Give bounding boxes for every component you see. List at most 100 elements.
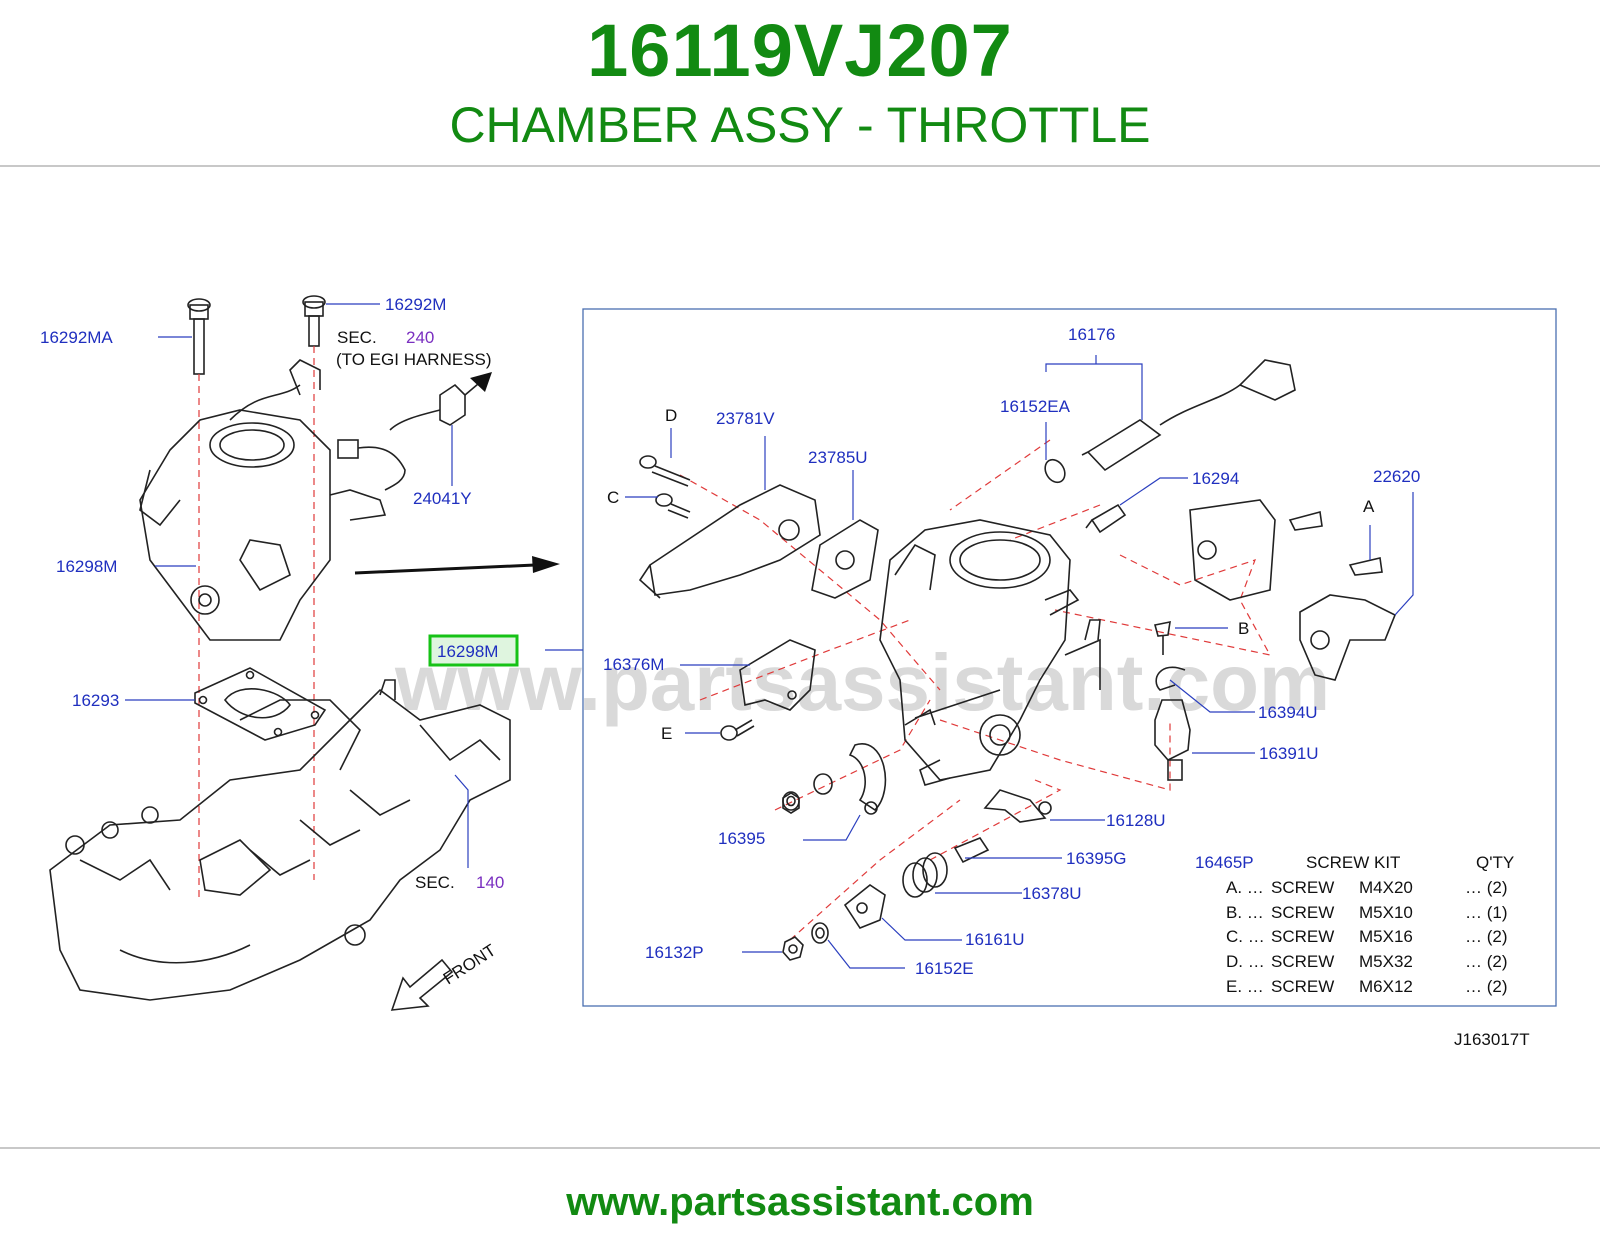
label-16395: 16395	[718, 829, 765, 848]
throttle-body-16298M	[879, 519, 1101, 786]
label-16391U: 16391U	[1259, 744, 1319, 763]
screw-qty: … (2)	[1465, 977, 1508, 996]
nut-16132P	[782, 936, 804, 961]
harness-arrow-icon	[470, 372, 492, 392]
letter-E: E	[661, 724, 672, 743]
spring-16378U	[902, 852, 948, 898]
screw-kit-row: A. … SCREW M4X20 … (2)	[1226, 878, 1508, 897]
sec-240-note: (TO EGI HARNESS)	[336, 350, 492, 369]
label-16376M: 16376M	[603, 655, 664, 674]
screw-code: C. …	[1226, 927, 1265, 946]
label-16292MA: 16292MA	[40, 328, 113, 347]
screw-code: B. …	[1226, 903, 1264, 922]
footer-link[interactable]: www.partsassistant.com	[566, 1180, 1034, 1224]
diagram-code: J163017T	[1454, 1030, 1530, 1049]
screw-kit-qty-header: Q'TY	[1476, 853, 1514, 872]
screw-D	[639, 455, 691, 487]
screw-kit-row: C. … SCREW M5X16 … (2)	[1226, 927, 1508, 946]
label-16152E: 16152E	[915, 959, 974, 978]
header-divider	[0, 165, 1600, 167]
bracket-16376M	[739, 639, 816, 711]
screw-kit-title: SCREW KIT	[1306, 853, 1400, 872]
screw-qty: … (2)	[1465, 952, 1508, 971]
part-16128U	[983, 789, 1052, 823]
exploded-view: 16176 16152EA 16294 22620 A 23	[603, 325, 1420, 978]
sensor-22620	[1189, 499, 1397, 681]
sec-240-number: 240	[406, 328, 434, 347]
assembled-view: FRONT 16292MA 16292M SEC. 240 (TO EGI HA…	[40, 295, 560, 1011]
label-23785U: 23785U	[808, 448, 868, 467]
label-16395G: 16395G	[1066, 849, 1127, 868]
bolt-16292M	[302, 295, 326, 347]
screw-name: SCREW	[1271, 878, 1334, 897]
screw-name: SCREW	[1271, 977, 1334, 996]
screw-kit-row: E. … SCREW M6X12 … (2)	[1226, 977, 1508, 996]
screw-size: M6X12	[1359, 977, 1413, 996]
screw-qty: … (2)	[1465, 878, 1508, 897]
label-16378U: 16378U	[1022, 884, 1082, 903]
letter-D: D	[665, 406, 677, 425]
page-header: 16119VJ207 CHAMBER ASSY - THROTTLE	[0, 0, 1600, 168]
label-16292M: 16292M	[385, 295, 446, 314]
throttle-chamber-assembled	[139, 359, 387, 641]
screw-kit-table: 16465P SCREW KIT Q'TY A. … SCREW M4X20 ……	[1195, 853, 1514, 996]
label-16394U: 16394U	[1258, 703, 1318, 722]
screw-B	[1154, 620, 1171, 655]
screw-size: M5X10	[1359, 903, 1413, 922]
part-16294	[1085, 503, 1127, 534]
valve-23781V	[638, 484, 821, 599]
label-22620: 22620	[1373, 467, 1420, 486]
footer-divider	[0, 1147, 1600, 1149]
label-16293: 16293	[72, 691, 119, 710]
lever-16161U	[843, 884, 886, 929]
screw-size: M5X32	[1359, 952, 1413, 971]
screw-code: E. …	[1226, 977, 1264, 996]
screw-name: SCREW	[1271, 903, 1334, 922]
screw-E	[720, 719, 755, 741]
watermark: www.partsassistant.com	[394, 638, 1330, 727]
intake-manifold	[49, 679, 511, 1001]
screw-name: SCREW	[1271, 927, 1334, 946]
label-24041Y: 24041Y	[413, 489, 472, 508]
label-16132P: 16132P	[645, 943, 704, 962]
sec-140-label: SEC.	[415, 873, 455, 892]
explode-arrow	[354, 556, 560, 575]
screw-size: M4X20	[1359, 878, 1413, 897]
screw-code: A. …	[1226, 878, 1264, 897]
pin-16395G	[953, 837, 990, 864]
letter-B: B	[1238, 619, 1249, 638]
part-number-title: 16119VJ207	[587, 9, 1013, 92]
gasket-23785U	[811, 519, 879, 599]
label-16128U: 16128U	[1106, 811, 1166, 830]
nut-small	[782, 792, 800, 814]
sec-140-number: 140	[476, 873, 504, 892]
label-16176: 16176	[1068, 325, 1115, 344]
screw-C	[655, 493, 691, 519]
highlighted-part-box[interactable]	[428, 634, 519, 667]
screw-qty: … (1)	[1465, 903, 1508, 922]
sec-240-label: SEC.	[337, 328, 377, 347]
part-name-subtitle: CHAMBER ASSY - THROTTLE	[449, 97, 1151, 153]
label-23781V: 23781V	[716, 409, 775, 428]
washer-16152E	[811, 922, 829, 944]
letter-C: C	[607, 488, 619, 507]
parts-diagram: www.partsassistant.com	[40, 295, 1557, 1049]
label-16161U: 16161U	[965, 930, 1025, 949]
clip-16394U	[1155, 666, 1186, 691]
sensor-16176	[1044, 359, 1296, 484]
harness-24041Y	[337, 372, 492, 491]
front-direction-indicator: FRONT	[390, 941, 499, 1011]
label-16294: 16294	[1192, 469, 1239, 488]
screw-name: SCREW	[1271, 952, 1334, 971]
gasket-16293	[194, 667, 327, 741]
screw-kit-row: D. … SCREW M5X32 … (2)	[1226, 952, 1508, 971]
screw-qty: … (2)	[1465, 927, 1508, 946]
label-16298M-highlight[interactable]: 16298M	[437, 642, 498, 661]
sensor-16391U	[1154, 699, 1191, 781]
screw-kit-row: B. … SCREW M5X10 … (1)	[1226, 903, 1508, 922]
label-16298M-left: 16298M	[56, 557, 117, 576]
exploded-view-frame	[582, 308, 1557, 1007]
label-16152EA: 16152EA	[1000, 397, 1071, 416]
letter-A: A	[1363, 497, 1375, 516]
screw-size: M5X16	[1359, 927, 1413, 946]
